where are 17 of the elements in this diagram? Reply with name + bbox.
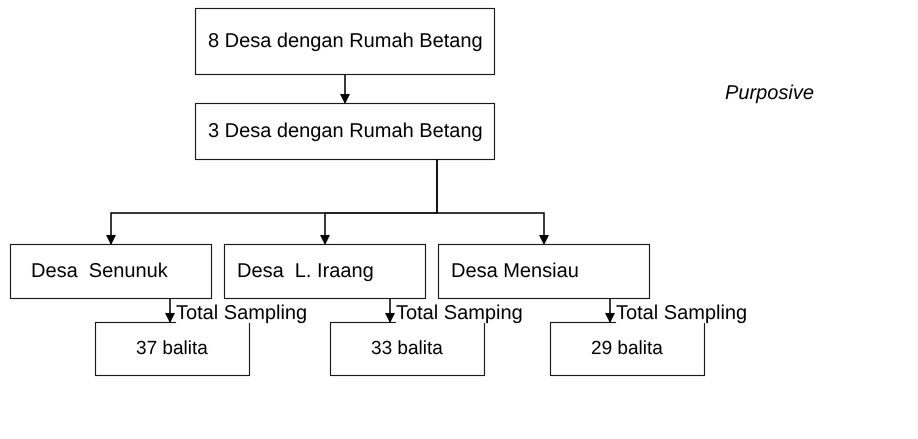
process-box: Desa Senunuk [10, 244, 212, 299]
arrow [436, 160, 549, 245]
arrow [385, 299, 395, 323]
process-box: 33 balita [330, 322, 485, 376]
process-box: Desa Mensiau [438, 244, 650, 299]
arrow [340, 75, 350, 104]
method-note: Purposive [725, 82, 814, 105]
edge-label: Total Sampling [176, 303, 308, 323]
edge-label: Total Sampling [616, 303, 748, 323]
process-box: 29 balita [550, 322, 705, 376]
process-box: 8 Desa dengan Rumah Betang [195, 8, 495, 75]
arrow [165, 299, 175, 323]
edge-label: Total Samping [396, 303, 523, 323]
process-box: 3 Desa dengan Rumah Betang [195, 103, 495, 160]
process-box: Desa L. Iraang [224, 244, 426, 299]
process-box: 37 balita [95, 322, 250, 376]
arrow [605, 299, 615, 323]
